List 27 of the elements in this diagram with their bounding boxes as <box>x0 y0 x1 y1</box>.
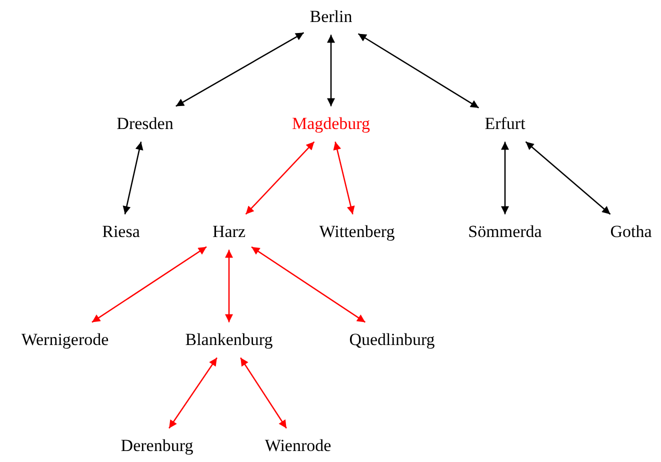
double-arrow <box>358 33 480 108</box>
double-arrow <box>245 141 315 215</box>
place-label: Riesa <box>102 222 140 242</box>
place-label: Erfurt <box>484 114 526 134</box>
double-arrow <box>176 32 304 107</box>
double-arrow <box>122 142 144 214</box>
place-label: Magdeburg <box>292 114 370 134</box>
place-label: Wittenberg <box>319 222 395 242</box>
double-arrow <box>168 357 218 429</box>
place-label: Harz <box>212 222 246 242</box>
place-label: Quedlinburg <box>349 330 435 350</box>
place-label: Derenburg <box>120 436 194 456</box>
place-label: Wernigerode <box>21 330 109 350</box>
double-arrow <box>333 142 355 214</box>
place-label: Sömmerda <box>468 222 542 242</box>
place-label: Blankenburg <box>185 330 273 350</box>
double-arrow <box>501 142 509 214</box>
place-label: Dresden <box>116 114 174 134</box>
double-arrow <box>225 250 233 322</box>
place-label: Wienrode <box>264 436 332 456</box>
place-label: Berlin <box>310 7 352 27</box>
double-arrow <box>251 246 366 323</box>
double-arrow <box>525 141 611 215</box>
double-arrow <box>92 246 207 323</box>
double-arrow <box>327 34 335 106</box>
place-label: Gotha <box>610 222 652 242</box>
double-arrow <box>240 357 287 429</box>
